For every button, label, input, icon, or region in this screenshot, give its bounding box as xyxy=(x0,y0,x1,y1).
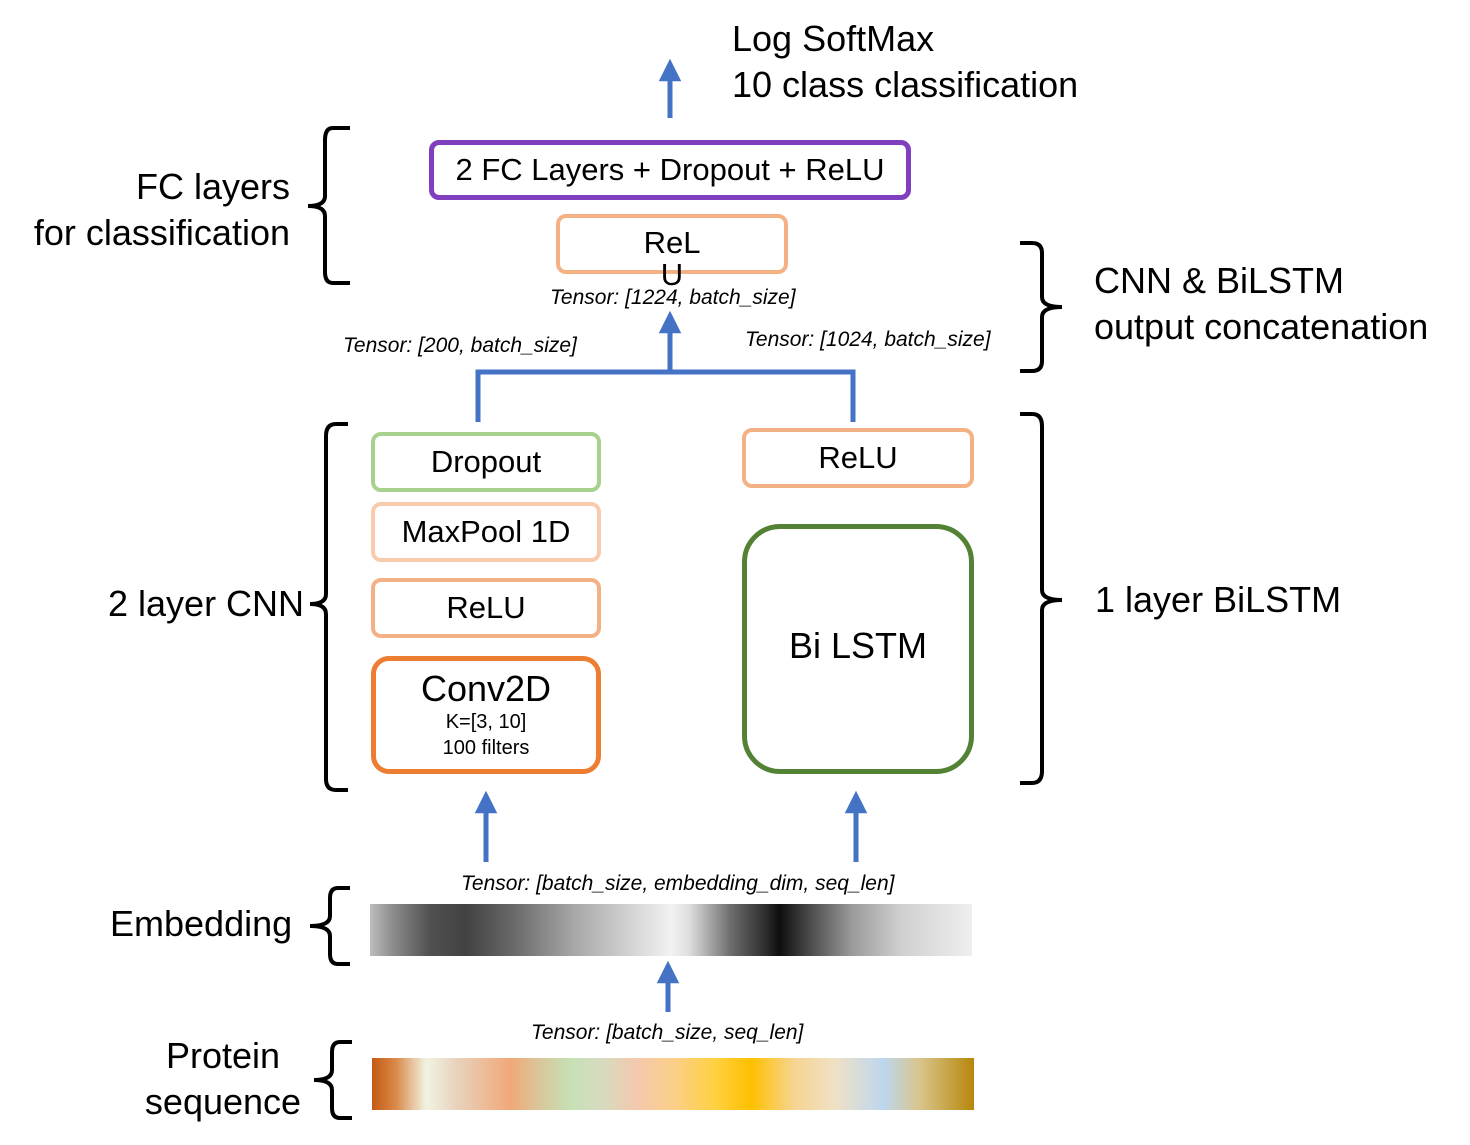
concat-bracket xyxy=(1020,241,1063,373)
cnn-bracket xyxy=(309,422,348,792)
bilstm-box: Bi LSTM xyxy=(742,524,974,774)
protein-bracket xyxy=(313,1040,352,1120)
concat-bracket-line2: output concatenation xyxy=(1094,306,1429,347)
cnn-maxpool-box: MaxPool 1D xyxy=(371,502,601,562)
cnn-dropout-box: Dropout xyxy=(371,432,601,492)
lstm-relu-box: ReLU xyxy=(742,428,974,488)
output-line2: 10 class classification xyxy=(732,64,1079,105)
cnn-maxpool-label: MaxPool 1D xyxy=(401,514,571,549)
embedding-bracket-label: Embedding xyxy=(110,903,293,944)
fc-relu-label-line2: U xyxy=(660,257,684,292)
output-line1: Log SoftMax xyxy=(732,18,935,59)
conv2d-box: Conv2D K=[3, 10] 100 filters xyxy=(371,656,601,774)
cnn-output-tensor: Tensor: [200, batch_size] xyxy=(343,334,577,357)
lstm-output-tensor: Tensor: [1024, batch_size] xyxy=(745,328,991,351)
protein-bracket-line1: Protein xyxy=(165,1035,281,1076)
protein-bracket-line2: sequence xyxy=(144,1081,302,1122)
embedding-bracket xyxy=(309,886,350,966)
concat-bracket-line1: CNN & BiLSTM xyxy=(1094,260,1345,301)
fc-bracket-label: FC layers for classification xyxy=(20,164,290,256)
protein-tensor: Tensor: [batch_size, seq_len] xyxy=(531,1021,804,1044)
fc-layers-label: 2 FC Layers + Dropout + ReLU xyxy=(455,152,885,187)
fc-bracket-line1: FC layers xyxy=(135,166,290,207)
concat-bracket-label: CNN & BiLSTM output concatenation xyxy=(1094,258,1428,350)
lstm-relu-label: ReLU xyxy=(818,440,898,475)
conv2d-kernel: K=[3, 10] xyxy=(445,711,527,733)
protein-bracket-label: Protein sequence xyxy=(140,1033,306,1125)
fc-relu-label-line1: ReL xyxy=(643,225,701,260)
fc-relu-box: ReL U xyxy=(556,214,788,290)
concat-output-tensor: Tensor: [1224, batch_size] xyxy=(550,286,796,309)
embedding-gradient-bar xyxy=(370,904,972,956)
lstm-bracket xyxy=(1020,412,1063,785)
bilstm-label: Bi LSTM xyxy=(788,625,928,666)
output-label: Log SoftMax 10 class classification xyxy=(732,16,1078,108)
embedding-tensor: Tensor: [batch_size, embedding_dim, seq_… xyxy=(461,872,895,895)
conv2d-filters: 100 filters xyxy=(442,737,530,759)
fc-bracket xyxy=(307,126,350,285)
cnn-bracket-label: 2 layer CNN xyxy=(108,583,305,624)
cnn-relu-box: ReLU xyxy=(371,578,601,638)
concat-connector xyxy=(475,369,856,422)
fc-layers-box: 2 FC Layers + Dropout + ReLU xyxy=(429,140,911,200)
cnn-dropout-label: Dropout xyxy=(430,444,542,479)
fc-bracket-line2: for classification xyxy=(33,212,290,253)
cnn-relu-label: ReLU xyxy=(446,590,526,625)
conv2d-title: Conv2D xyxy=(420,668,552,709)
protein-gradient-bar xyxy=(372,1058,974,1110)
lstm-bracket-label: 1 layer BiLSTM xyxy=(1095,579,1342,620)
